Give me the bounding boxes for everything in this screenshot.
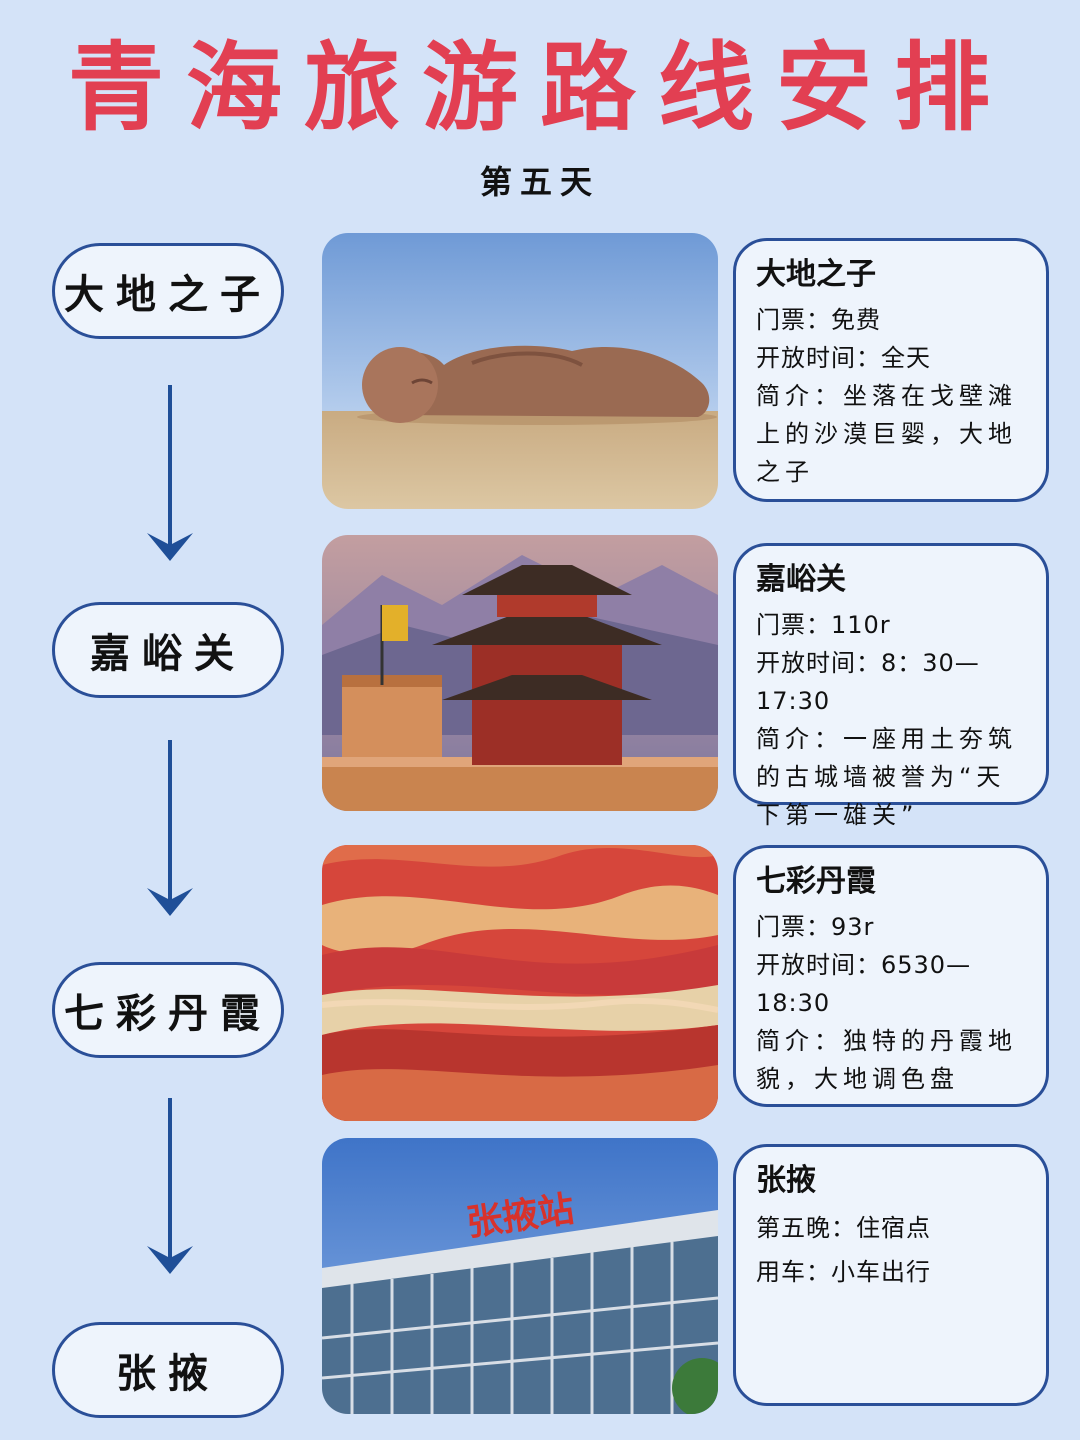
card-transport: 用车：小车出行 (756, 1258, 931, 1286)
card-intro: 简介：坐落在戈壁滩上的沙漠巨婴，大地之子 (756, 382, 1017, 486)
photo-qicai-danxia (322, 845, 718, 1121)
card-intro: 简介：一座用土夯筑的古城墙被誉为“天下第一雄关” (756, 725, 1017, 829)
card-ticket: 门票：93r (756, 913, 875, 941)
page-title: 青海旅游路线安排 (68, 32, 1012, 144)
card-stay: 第五晚：住宿点 (756, 1214, 931, 1242)
stop-pill-dadi[interactable]: 大地之子 (52, 243, 284, 339)
stop-pill-danxia[interactable]: 七彩丹霞 (52, 962, 284, 1058)
day-subtitle: 第五天 (479, 163, 600, 201)
info-card-jiayuguan: 嘉峪关 门票：110r 开放时间：8：30—17:30 简介：一座用土夯筑的古城… (733, 543, 1049, 829)
card-title: 七彩丹霞 (756, 864, 876, 899)
card-hours: 开放时间：6530—18:30 (756, 951, 972, 1017)
card-title: 嘉峪关 (756, 562, 846, 597)
info-card-dadi: 大地之子 门票：免费 开放时间：全天 简介：坐落在戈壁滩上的沙漠巨婴，大地之子 (733, 238, 1049, 502)
down-arrow-icon (147, 385, 193, 561)
card-ticket: 门票：免费 (756, 306, 881, 334)
card-title: 大地之子 (756, 257, 876, 292)
photo-dadi-zhizi (322, 233, 718, 509)
info-card-danxia: 七彩丹霞 门票：93r 开放时间：6530—18:30 简介：独特的丹霞地貌，大… (733, 845, 1049, 1107)
card-intro: 简介：独特的丹霞地貌，大地调色盘 (756, 1027, 1017, 1093)
down-arrow-icon (147, 1098, 193, 1274)
card-title: 张掖 (756, 1163, 816, 1198)
info-card-zhangye: 张掖 第五晚：住宿点 用车：小车出行 (733, 1144, 1049, 1406)
card-ticket: 门票：110r (756, 611, 891, 639)
down-arrow-icon (147, 740, 193, 916)
photo-jiayuguan (322, 535, 718, 811)
photo-zhangye-station: 张掖站 (322, 1138, 718, 1414)
card-hours: 开放时间：全天 (756, 344, 931, 372)
stop-pill-zhangye[interactable]: 张掖 (52, 1322, 284, 1418)
stop-pill-jiayuguan[interactable]: 嘉峪关 (52, 602, 284, 698)
card-hours: 开放时间：8：30—17:30 (756, 649, 980, 715)
